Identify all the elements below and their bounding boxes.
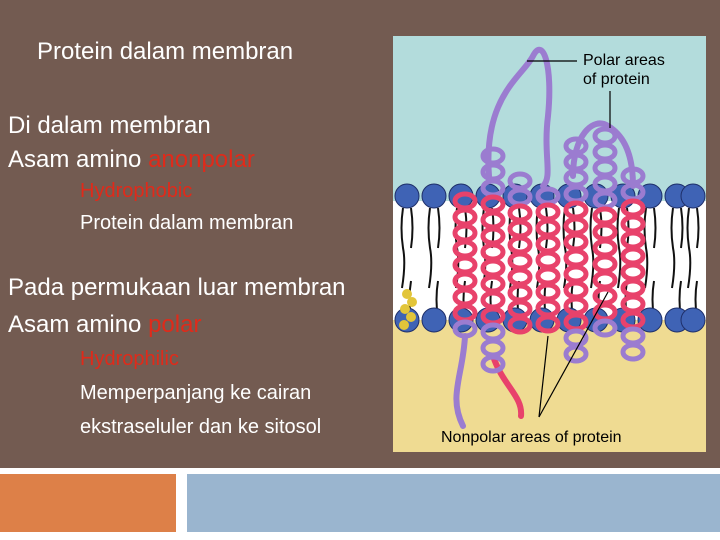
lipid-tail xyxy=(686,207,692,289)
nonpolar-label-pointer xyxy=(538,291,609,418)
polar-loop xyxy=(453,333,468,429)
nonpolar-label: Nonpolar areas of protein xyxy=(441,429,622,446)
footer-accent-blue xyxy=(187,474,720,532)
lipid-tail xyxy=(545,207,549,249)
head-group-upper xyxy=(680,183,706,209)
head-group-upper xyxy=(421,183,447,209)
section1-heading: Di dalam membran xyxy=(8,112,211,139)
lipid-tail xyxy=(572,207,576,249)
section2-heading: Pada permukaan luar membran xyxy=(8,274,346,301)
slide-title: Protein dalam membran xyxy=(37,38,294,65)
cholesterol-molecule xyxy=(399,289,417,330)
head-group-lower xyxy=(637,307,663,333)
lipid-tail xyxy=(643,207,649,289)
section1-sub-protein: Protein dalam membran xyxy=(80,212,294,234)
section2-amino-line: Asam amino polar xyxy=(8,311,201,339)
lipid-tail xyxy=(653,207,657,249)
section2-sub-hydrophilic: Hydrophilic xyxy=(80,348,179,370)
lipid-tail xyxy=(437,207,441,249)
lipid-tail xyxy=(589,207,595,289)
lipid-tail xyxy=(670,207,676,289)
cytosol-region xyxy=(393,320,706,452)
section2-sub-cytosol: ekstraseluler dan ke sitosol xyxy=(80,416,322,438)
footer-accent-orange xyxy=(0,474,176,532)
lipid-tail xyxy=(518,207,522,249)
polar-label-line1: Polar areas xyxy=(583,52,665,69)
amino-prefix: Asam amino xyxy=(8,146,149,173)
helix-coil xyxy=(507,315,533,335)
membrane-protein-illustration: Polar areas of protein Nonpolar areas of… xyxy=(393,36,706,452)
section1-amino-line: Asam amino anonpolar xyxy=(8,146,255,174)
helix-coil xyxy=(480,354,506,374)
head-group-lower xyxy=(680,307,706,333)
protein-helices xyxy=(452,46,646,429)
head-group-lower xyxy=(421,307,447,333)
lipid-tail xyxy=(400,207,406,289)
lipid-tail xyxy=(410,207,414,249)
polar-highlight: polar xyxy=(148,311,202,338)
helix-coil xyxy=(452,319,478,339)
helix-coil xyxy=(535,314,561,334)
section1-sub-hydrophobic: Hydrophobic xyxy=(80,180,193,202)
helix-coil xyxy=(620,342,646,362)
polar-label-line2: of protein xyxy=(583,71,650,88)
anonpolar-highlight: anonpolar xyxy=(148,146,255,173)
lipid-tail xyxy=(680,207,684,249)
polar-loop xyxy=(570,120,636,189)
amino-prefix: Asam amino xyxy=(8,311,149,338)
head-group-upper xyxy=(394,183,420,209)
helix-coil xyxy=(592,318,618,338)
lipid-tail xyxy=(427,207,433,289)
polar-label-pointer xyxy=(527,60,611,128)
lipid-tail xyxy=(696,207,700,249)
helix-coil xyxy=(563,344,589,364)
membrane-protein-figure: Polar areas of protein Nonpolar areas of… xyxy=(393,36,706,452)
section2-sub-extend: Memperpanjang ke cairan xyxy=(80,382,312,404)
nonpolar-loop xyxy=(490,353,525,419)
lipid-tail xyxy=(616,207,622,289)
polar-loop xyxy=(485,46,553,189)
